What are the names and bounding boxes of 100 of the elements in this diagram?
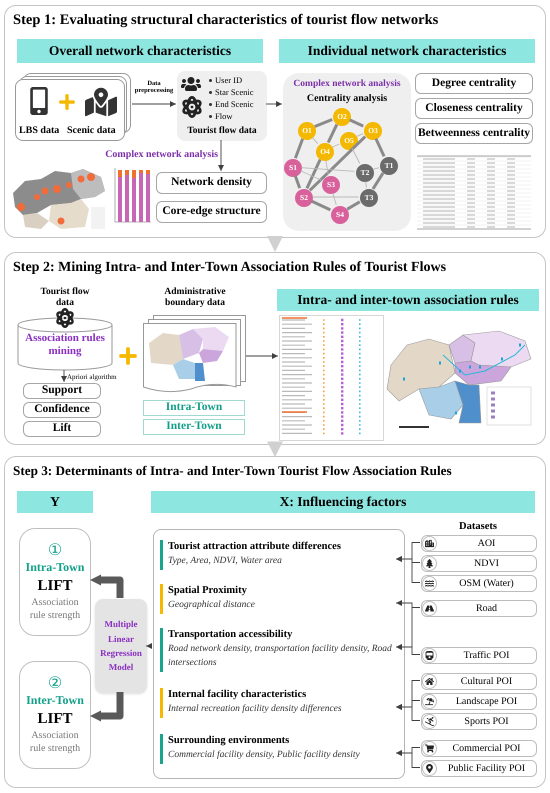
label-box: Betweenness centrality [415, 123, 533, 144]
factor-description: Geographical distance [168, 599, 256, 612]
label-box: Degree centrality [415, 73, 533, 94]
arrow [396, 556, 420, 583]
factor-heading: Surrounding environments [168, 734, 290, 748]
outcome-description: Association rule strength [28, 597, 82, 622]
step-panel [4, 252, 546, 445]
data-card [177, 71, 267, 141]
dataset-label: Landscape POI [454, 695, 518, 709]
list-item-text: Star Scenic [215, 88, 254, 96]
network-link [301, 167, 355, 172]
network-link [312, 196, 359, 198]
network-link [325, 160, 329, 176]
dataset-box [421, 555, 537, 572]
label-box: Support [23, 383, 101, 399]
step-panel [4, 456, 546, 788]
thick-arrow [90, 692, 124, 722]
dataset-label: Traffic POI [462, 649, 510, 663]
network-link [306, 158, 322, 190]
panel-heading: Complex network analysis [292, 78, 402, 91]
dataset-box [421, 740, 537, 757]
stacked-cards [15, 73, 133, 141]
list-item-text: Flow [215, 112, 232, 120]
factor-description: Type, Area, NDVI, Water area [168, 555, 283, 568]
network-link [349, 118, 364, 128]
label-box: Lift [23, 421, 101, 437]
thick-arrow [90, 574, 124, 598]
thick-arrow [267, 441, 283, 458]
outcome-measure: LIFT [37, 576, 72, 596]
list-item-text: End Scenic [215, 100, 254, 108]
network-link [365, 180, 367, 188]
data-label: Scenic data [67, 124, 116, 138]
dataset-box [421, 673, 537, 690]
arrow [218, 140, 224, 172]
label-box: Inter-Town [143, 419, 245, 435]
card-title: Tourist flow data [186, 125, 258, 138]
arrow [396, 704, 420, 721]
section-header: Overall network characteristics [17, 39, 263, 63]
model-box: Multiple Linear Regression Model [95, 599, 147, 693]
network-link [346, 200, 361, 210]
step-title: Step 2: Mining Intra- and Inter-Town Association Rules of Tourist Flows [13, 259, 446, 277]
arrow [146, 643, 152, 649]
network-link [332, 192, 337, 206]
network-link [300, 170, 322, 181]
panel-subheading: Centrality analysis [306, 92, 388, 106]
network-link [314, 118, 333, 128]
dataset-box [421, 647, 537, 664]
network-link [352, 148, 360, 164]
step-title: Step 1: Evaluating structural characteristics of tourist flow networks [13, 11, 438, 30]
network-link [308, 136, 366, 192]
outcome-measure: LIFT [37, 710, 72, 728]
factor-description: Road network density, transportation facility density, Road intersections [168, 643, 393, 670]
dataset-label: OSM (Water) [458, 577, 515, 591]
section-header: Intra- and inter-town association rules [277, 289, 539, 311]
arrow [396, 644, 420, 655]
dataset-label: Road [474, 602, 498, 616]
outcome-card [19, 528, 91, 636]
network-link [372, 167, 380, 170]
circled-number: ① [48, 542, 62, 558]
dataset-box [421, 760, 537, 777]
network-link [294, 175, 302, 189]
column-heading: Datasets [458, 520, 498, 534]
dataset-box [421, 713, 537, 730]
label-box: Intra-Town [143, 400, 245, 416]
dataset-box [421, 693, 537, 710]
dataset-box [421, 575, 537, 592]
dataset-label: Commercial POI [451, 742, 522, 756]
stack-heading: Administrative boundary data [163, 287, 227, 309]
factor-description: Internal recreation facility density differences [168, 703, 343, 716]
label-box: Closeness centrality [415, 98, 533, 119]
network-link [294, 138, 304, 159]
factor-heading: Transportation accessibility [168, 628, 294, 642]
factor-heading: Tourist attraction attribute differences [168, 540, 342, 554]
network-link [310, 200, 332, 212]
network-link [326, 124, 338, 144]
cylinder-text: Association rules mining [24, 332, 106, 358]
outcome-title: Inter-Town [26, 692, 84, 708]
network-link [356, 133, 364, 137]
factors-panel [153, 529, 405, 779]
label-box: Confidence [23, 402, 101, 418]
step-title: Step 3: Determinants of Intra- and Inter-Town Tourist Flow Association Rules [13, 462, 452, 480]
arrow [396, 750, 420, 768]
step-panel [4, 5, 546, 238]
section-header: Individual network characteristics [279, 39, 535, 63]
list-item-text: User ID [215, 76, 242, 84]
label-box: Core-edge structure [156, 201, 267, 223]
thick-arrow [267, 236, 283, 252]
outcome-title: Intra-Town [26, 560, 84, 575]
section-header: X: Influencing factors [151, 491, 535, 513]
outcome-description: Association rule strength [28, 730, 82, 756]
arrow [61, 370, 67, 382]
factor-description: Commercial facility density, Public facility density [168, 749, 361, 762]
network-link [374, 138, 386, 158]
dataset-label: Public Facility POI [446, 762, 526, 776]
network-link [312, 136, 318, 144]
dataset-label: Cultural POI [460, 675, 514, 689]
section-header: Y [17, 491, 93, 513]
dataset-box [421, 535, 537, 552]
cylinder-heading: Tourist flow data [39, 287, 90, 309]
arrow [132, 101, 176, 107]
